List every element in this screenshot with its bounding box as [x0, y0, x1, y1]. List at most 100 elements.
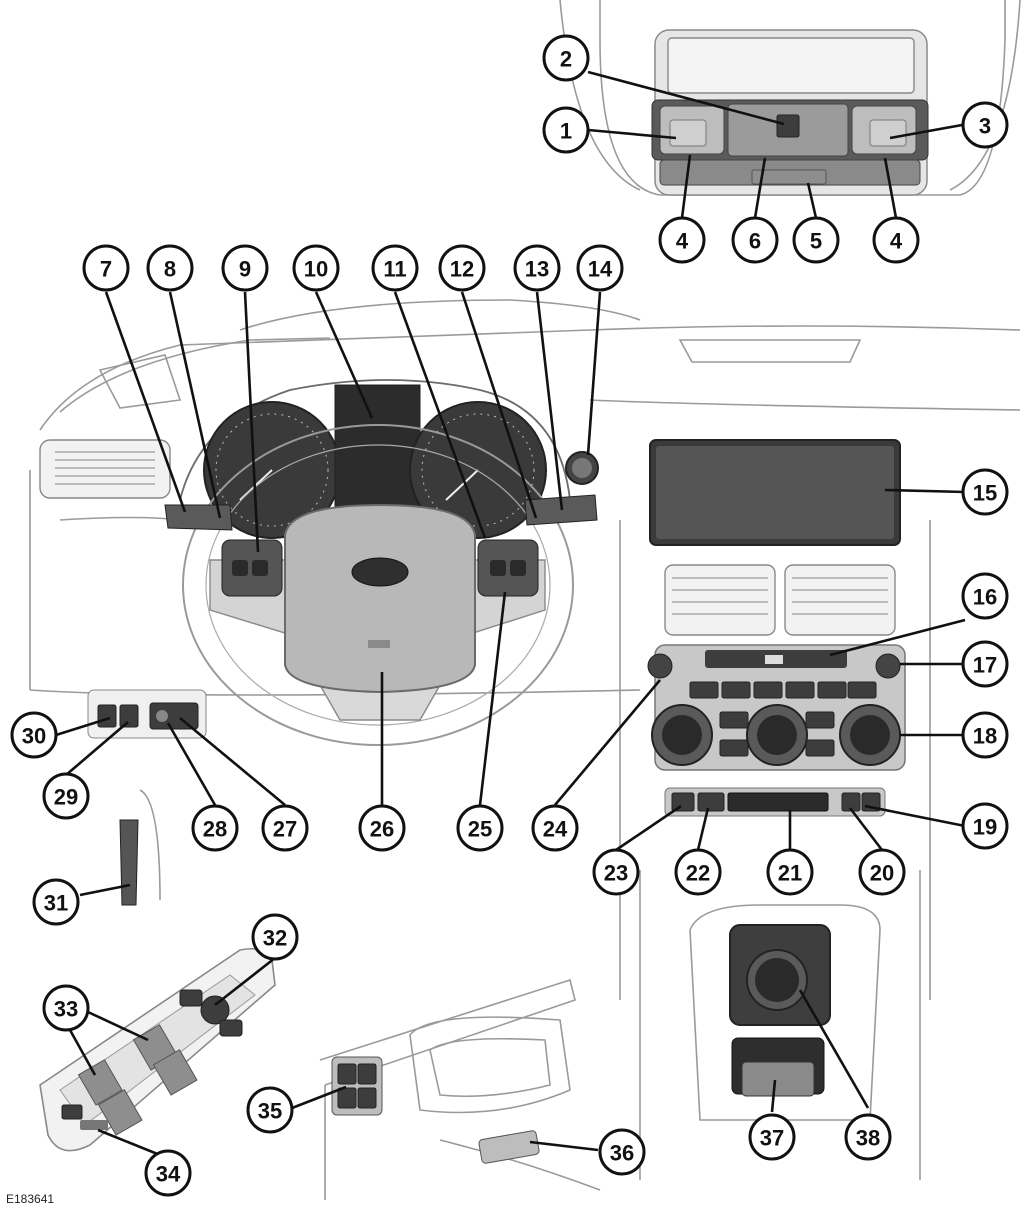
callout-number: 31 [44, 891, 68, 916]
overhead-console [559, 0, 1021, 196]
electric-parking-brake[interactable] [741, 1061, 815, 1097]
callout-20: 20 [858, 848, 906, 896]
callout-36: 36 [598, 1128, 646, 1176]
callout-circle [246, 1086, 294, 1134]
window-switch[interactable] [97, 1089, 143, 1136]
power-button[interactable] [647, 653, 673, 679]
window-lock-switch[interactable] [80, 1120, 108, 1130]
figure-id: E183641 [6, 1192, 55, 1206]
callout-circle [542, 34, 590, 82]
callout-circle [456, 804, 504, 852]
memory-button-1[interactable] [357, 1063, 377, 1085]
right-steering-switchpack[interactable] [477, 539, 539, 597]
callout-14: 14 [576, 244, 624, 292]
callout-number: 23 [604, 861, 628, 886]
callout-11: 11 [371, 244, 419, 292]
callout-number: 20 [870, 861, 894, 886]
callout-37: 37 [748, 1113, 796, 1161]
callout-24: 24 [531, 804, 579, 852]
callout-circle [42, 984, 90, 1032]
callout-circle [576, 244, 624, 292]
tailgate-button[interactable] [119, 704, 139, 728]
callout-number: 24 [543, 817, 568, 842]
memory-button-3[interactable] [337, 1087, 357, 1109]
callout-circle [292, 244, 340, 292]
callout-circle [146, 244, 194, 292]
left-stalk[interactable] [164, 504, 233, 531]
callout-number: 11 [383, 257, 406, 282]
callout-circle [371, 244, 419, 292]
callout-32: 32 [251, 913, 299, 961]
callout-circle [144, 1149, 192, 1197]
memory-button-m[interactable] [337, 1063, 357, 1085]
callout-35: 35 [246, 1086, 294, 1134]
callout-circle [10, 711, 58, 759]
callout-number: 4 [676, 229, 689, 254]
leader-lines [55, 70, 966, 1157]
terrain-response-display[interactable] [727, 792, 829, 812]
climate-button[interactable] [805, 739, 835, 757]
callout-10: 10 [292, 244, 340, 292]
climate-button[interactable] [785, 681, 815, 699]
climate-button[interactable] [719, 711, 749, 729]
callout-19: 19 [961, 802, 1009, 850]
cluster-display [334, 384, 421, 526]
callout-22: 22 [674, 848, 722, 896]
door-lock-switch[interactable] [478, 1130, 540, 1164]
mirror-joystick[interactable] [200, 995, 230, 1025]
callout-circle [221, 244, 269, 292]
right-reading-lamp-button[interactable] [869, 119, 907, 147]
callout-number: 18 [973, 724, 997, 749]
hill-descent-button[interactable] [671, 792, 695, 812]
callout-number: 5 [810, 229, 822, 254]
callout-circle [961, 711, 1009, 759]
memory-button-2[interactable] [357, 1087, 377, 1109]
callout-4: 4 [658, 216, 706, 264]
callout-circle [858, 848, 906, 896]
callout-circle [513, 244, 561, 292]
left-reading-lamp-button[interactable] [669, 119, 707, 147]
callout-28: 28 [191, 804, 239, 852]
callout-21: 21 [766, 848, 814, 896]
mirror-select-right[interactable] [219, 1019, 243, 1037]
climate-button[interactable] [805, 711, 835, 729]
center-stack [619, 439, 931, 1000]
callout-number: 32 [263, 926, 287, 951]
fuel-flap-button[interactable] [97, 704, 117, 728]
climate-button[interactable] [753, 681, 783, 699]
callout-circle [438, 244, 486, 292]
sos-button[interactable] [776, 114, 800, 138]
callout-7: 7 [82, 244, 130, 292]
steering-wheel-airbag [284, 503, 476, 694]
callout-circle [674, 848, 722, 896]
callout-17: 17 [961, 640, 1009, 688]
callout-number: 1 [560, 119, 572, 144]
callout-4: 4 [872, 216, 920, 264]
callout-number: 16 [973, 585, 997, 610]
callout-circle [961, 802, 1009, 850]
callout-6: 6 [731, 216, 779, 264]
child-lock-switch[interactable] [61, 1104, 83, 1120]
mirror-select-left[interactable] [179, 989, 203, 1007]
window-switch[interactable] [152, 1049, 198, 1096]
callout-15: 15 [961, 468, 1009, 516]
bonnet-release[interactable] [119, 819, 139, 906]
callout-1: 1 [542, 106, 590, 154]
callout-circle [961, 640, 1009, 688]
callout-number: 12 [450, 257, 474, 282]
eco-button[interactable] [697, 792, 725, 812]
climate-button[interactable] [719, 739, 749, 757]
callout-number: 30 [22, 724, 46, 749]
climate-button[interactable] [721, 681, 751, 699]
callout-number: 8 [164, 257, 176, 282]
hazard-button[interactable] [875, 653, 901, 679]
callout-number: 4 [890, 229, 903, 254]
brand-badge [351, 557, 409, 587]
climate-button[interactable] [817, 681, 847, 699]
callout-circle [961, 468, 1009, 516]
climate-button[interactable] [847, 681, 877, 699]
dashboard [29, 299, 1021, 696]
callout-number: 21 [778, 861, 802, 886]
climate-button[interactable] [689, 681, 719, 699]
